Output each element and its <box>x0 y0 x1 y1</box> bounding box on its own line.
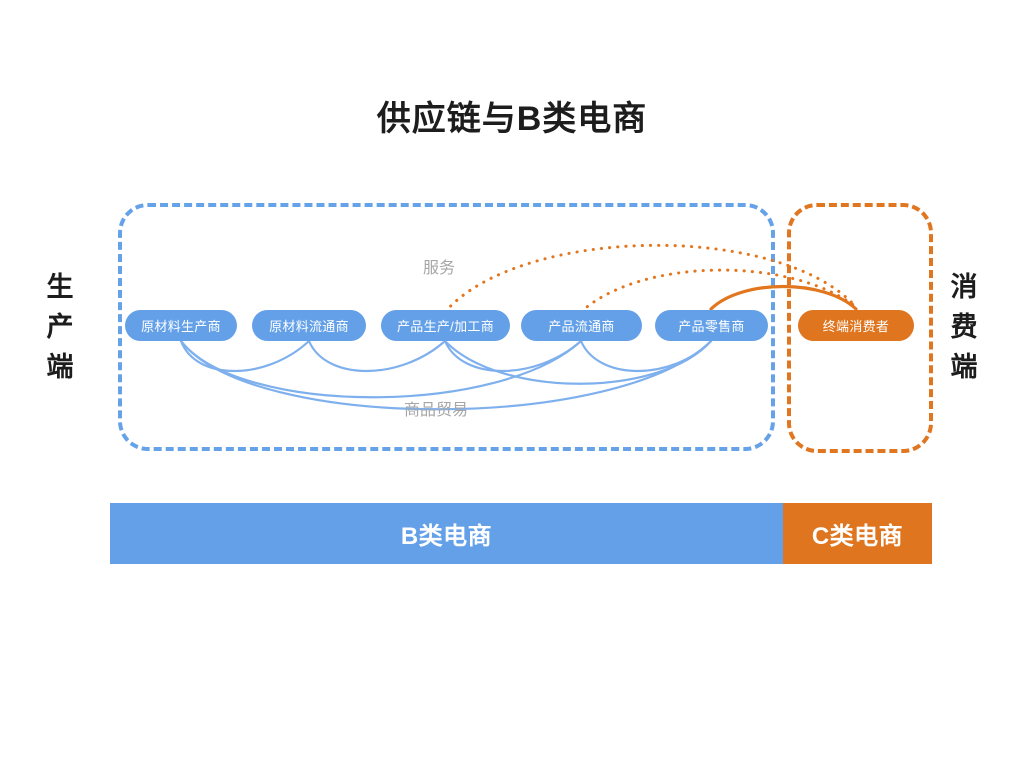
page-title: 供应链与B类电商 <box>376 100 648 138</box>
chain-node-5[interactable]: 产品零售商 <box>655 310 768 341</box>
consumption-side-container <box>787 203 933 453</box>
band-c-type-ecommerce[interactable]: C类电商 <box>783 503 932 564</box>
chain-node-3[interactable]: 产品生产/加工商 <box>381 310 510 341</box>
side-label-production: 生产端 <box>46 272 74 382</box>
flow-caption-trade: 商品贸易 <box>404 402 469 419</box>
chain-node-2[interactable]: 原材料流通商 <box>252 310 366 341</box>
flow-caption-service: 服务 <box>423 260 456 277</box>
production-side-container <box>118 203 775 451</box>
chain-node-6[interactable]: 终端消费者 <box>798 310 914 341</box>
side-label-consumption: 消费端 <box>950 272 978 382</box>
ecommerce-band-group: B类电商 C类电商 <box>110 503 932 564</box>
band-b-type-ecommerce[interactable]: B类电商 <box>110 503 783 564</box>
chain-node-4[interactable]: 产品流通商 <box>521 310 642 341</box>
chain-node-1[interactable]: 原材料生产商 <box>125 310 237 341</box>
